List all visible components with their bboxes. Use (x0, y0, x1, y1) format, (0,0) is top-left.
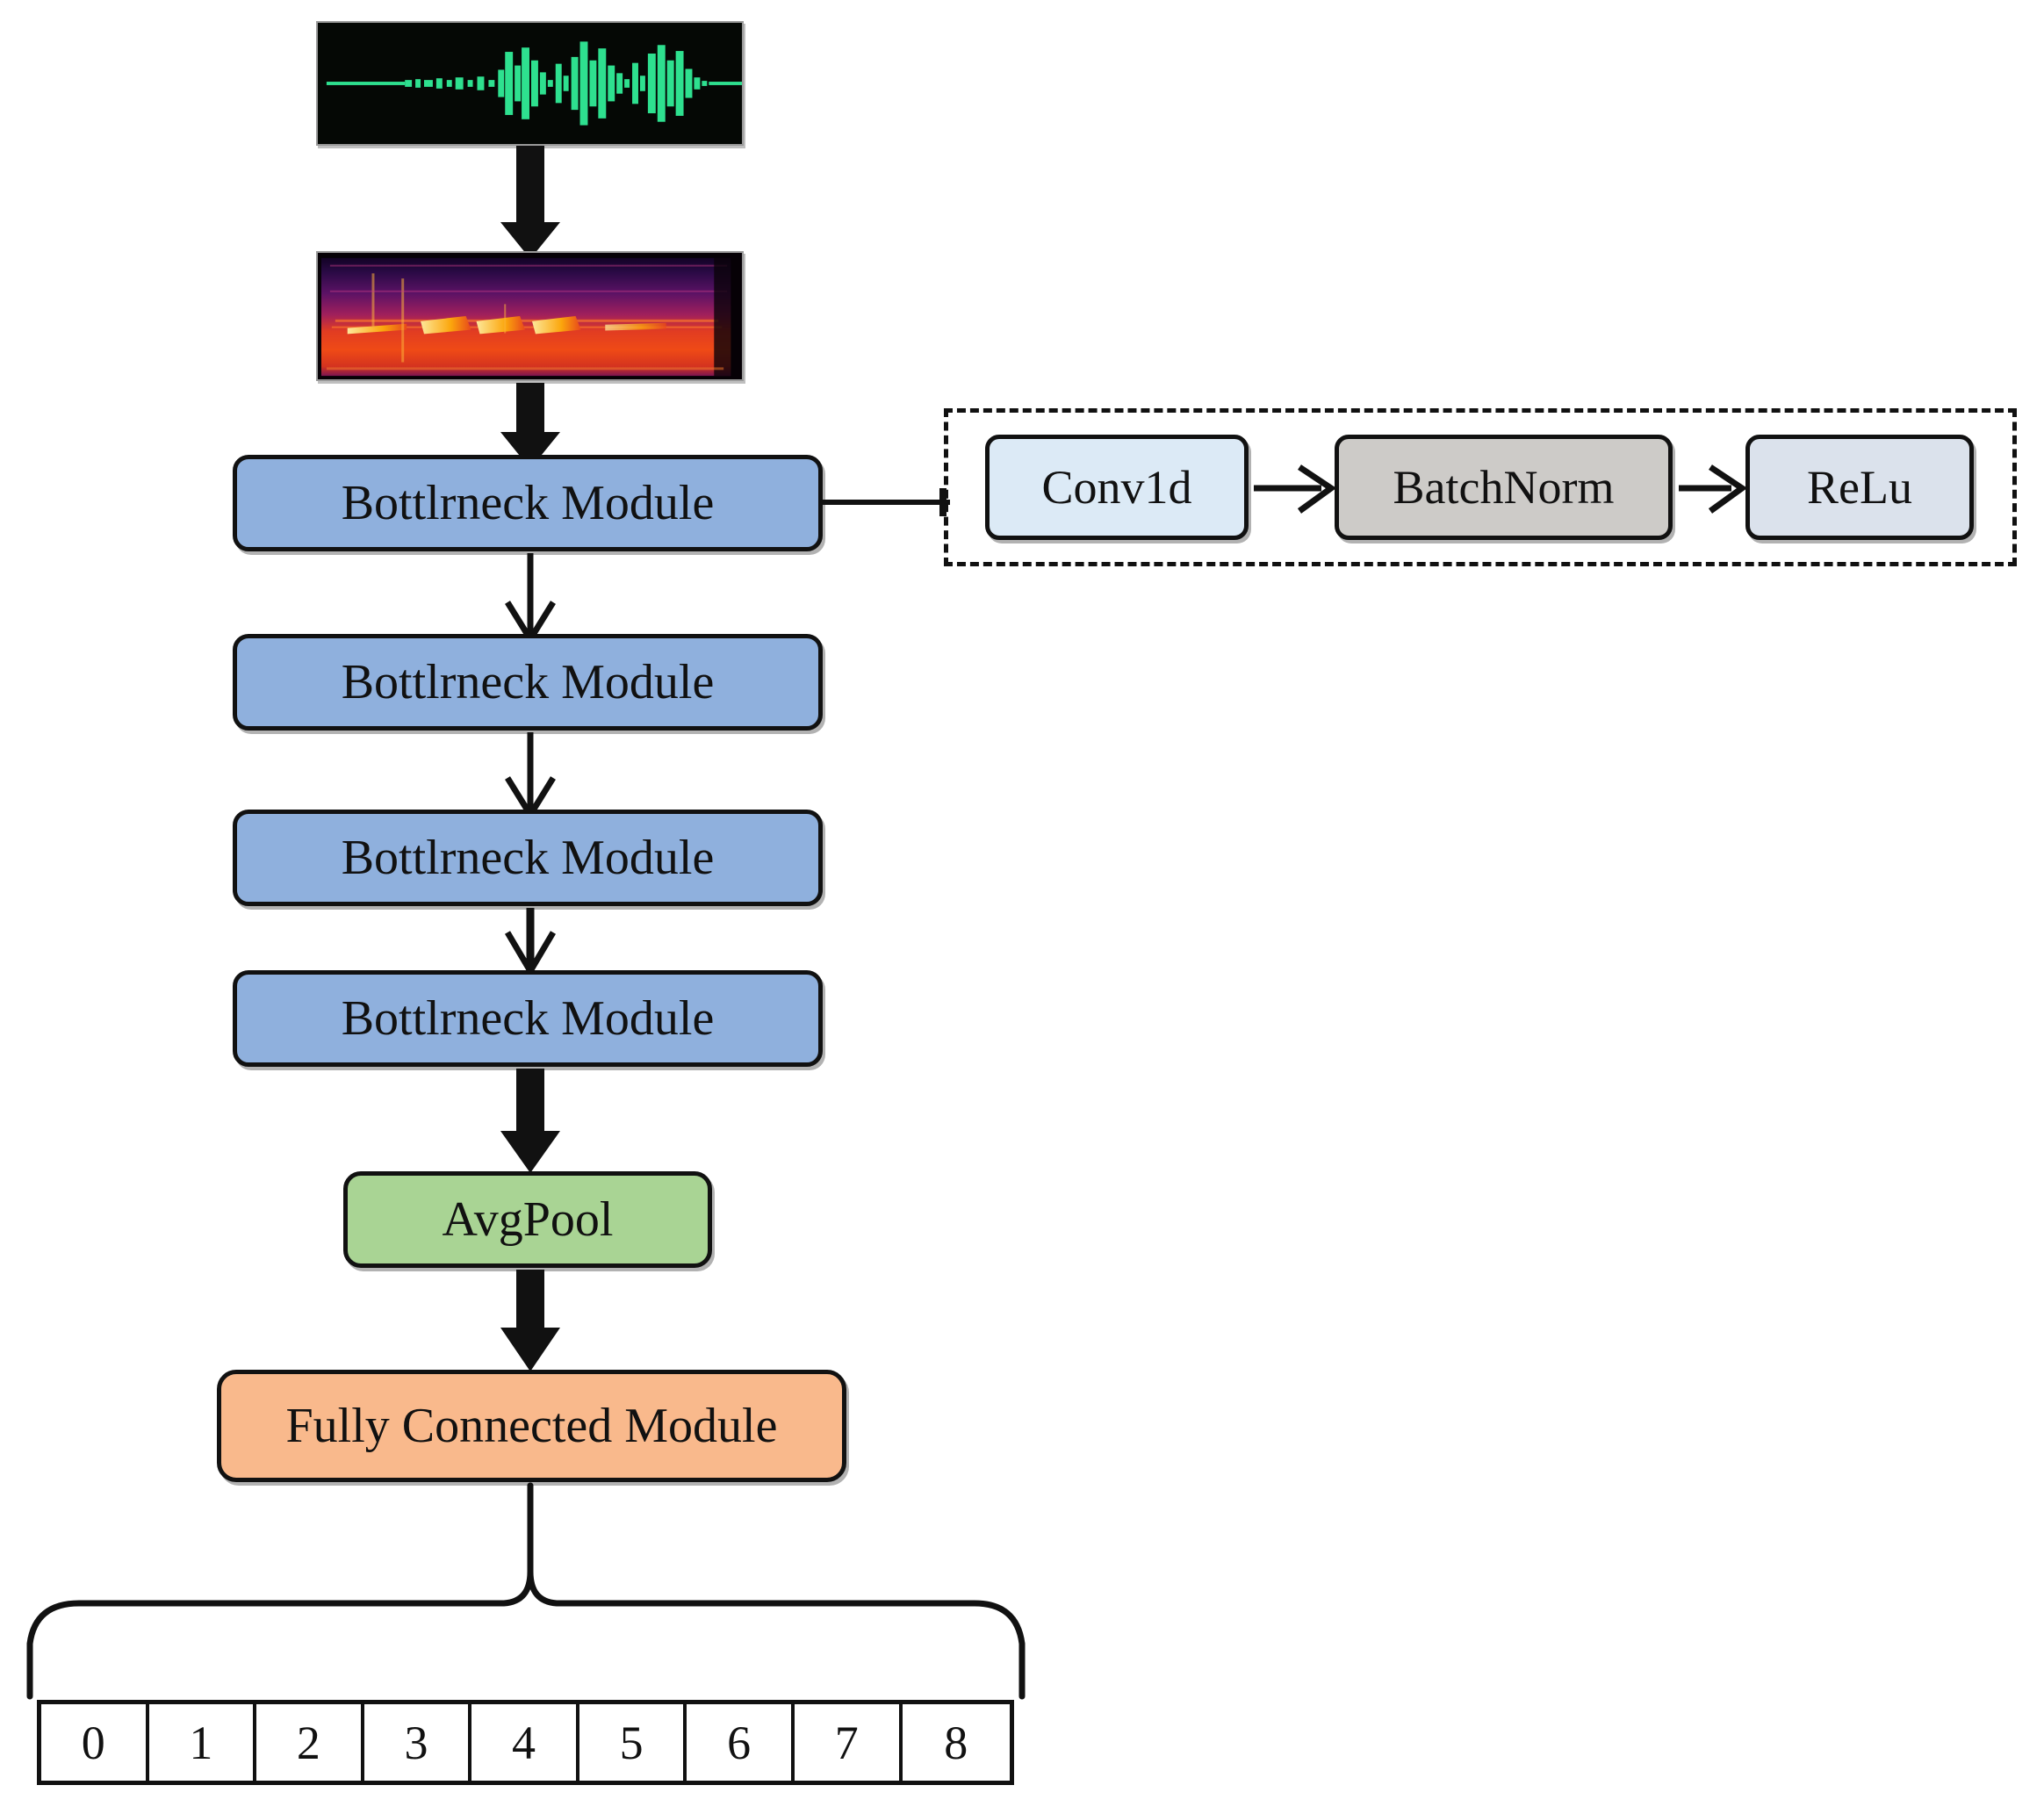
output-class-label: 8 (944, 1716, 968, 1769)
output-class-label: 0 (81, 1716, 105, 1769)
expansion-dashed-group (944, 408, 2017, 566)
avgpool-label: AvgPool (442, 1192, 614, 1247)
output-class-label: 7 (834, 1716, 859, 1769)
output-class-label: 3 (404, 1716, 428, 1769)
bottleneck-module-2-label: Bottlrneck Module (341, 655, 715, 709)
audio-waveform-image (316, 21, 744, 146)
bottleneck-module-4-label: Bottlrneck Module (341, 991, 715, 1046)
connector-bottleneck-to-expansion (823, 500, 950, 505)
bottleneck-module-4[interactable]: Bottlrneck Module (233, 970, 823, 1067)
bottleneck-module-1[interactable]: Bottlrneck Module (233, 455, 823, 551)
batchnorm-block[interactable]: BatchNorm (1335, 435, 1673, 540)
output-class-cell[interactable]: 5 (579, 1704, 687, 1781)
output-class-cell[interactable]: 2 (256, 1704, 364, 1781)
bottleneck-module-2[interactable]: Bottlrneck Module (233, 634, 823, 731)
conv1d-label: Conv1d (1041, 461, 1192, 514)
output-class-cell[interactable]: 1 (149, 1704, 257, 1781)
output-class-label: 2 (296, 1716, 320, 1769)
relu-block[interactable]: ReLu (1745, 435, 1974, 540)
conv1d-block[interactable]: Conv1d (985, 435, 1249, 540)
output-class-label: 4 (512, 1716, 536, 1769)
output-class-label: 1 (189, 1716, 213, 1769)
mel-spectrogram-image (316, 251, 744, 381)
output-class-cell[interactable]: 6 (687, 1704, 795, 1781)
bottleneck-module-3-label: Bottlrneck Module (341, 831, 715, 885)
avgpool-block[interactable]: AvgPool (343, 1171, 712, 1268)
output-class-table: 0 1 2 3 4 5 6 7 8 (37, 1700, 1014, 1785)
batchnorm-label: BatchNorm (1393, 461, 1615, 514)
output-class-cell[interactable]: 4 (471, 1704, 579, 1781)
bottleneck-module-1-label: Bottlrneck Module (341, 476, 715, 530)
output-class-cell[interactable]: 3 (364, 1704, 472, 1781)
fully-connected-module[interactable]: Fully Connected Module (217, 1370, 846, 1482)
output-class-cell[interactable]: 8 (903, 1704, 1011, 1781)
relu-label: ReLu (1807, 461, 1912, 514)
output-class-cell[interactable]: 7 (795, 1704, 903, 1781)
output-class-label: 6 (727, 1716, 752, 1769)
fully-connected-module-label: Fully Connected Module (285, 1399, 778, 1453)
output-class-cell[interactable]: 0 (41, 1704, 149, 1781)
output-class-label: 5 (619, 1716, 644, 1769)
bottleneck-module-3[interactable]: Bottlrneck Module (233, 810, 823, 906)
